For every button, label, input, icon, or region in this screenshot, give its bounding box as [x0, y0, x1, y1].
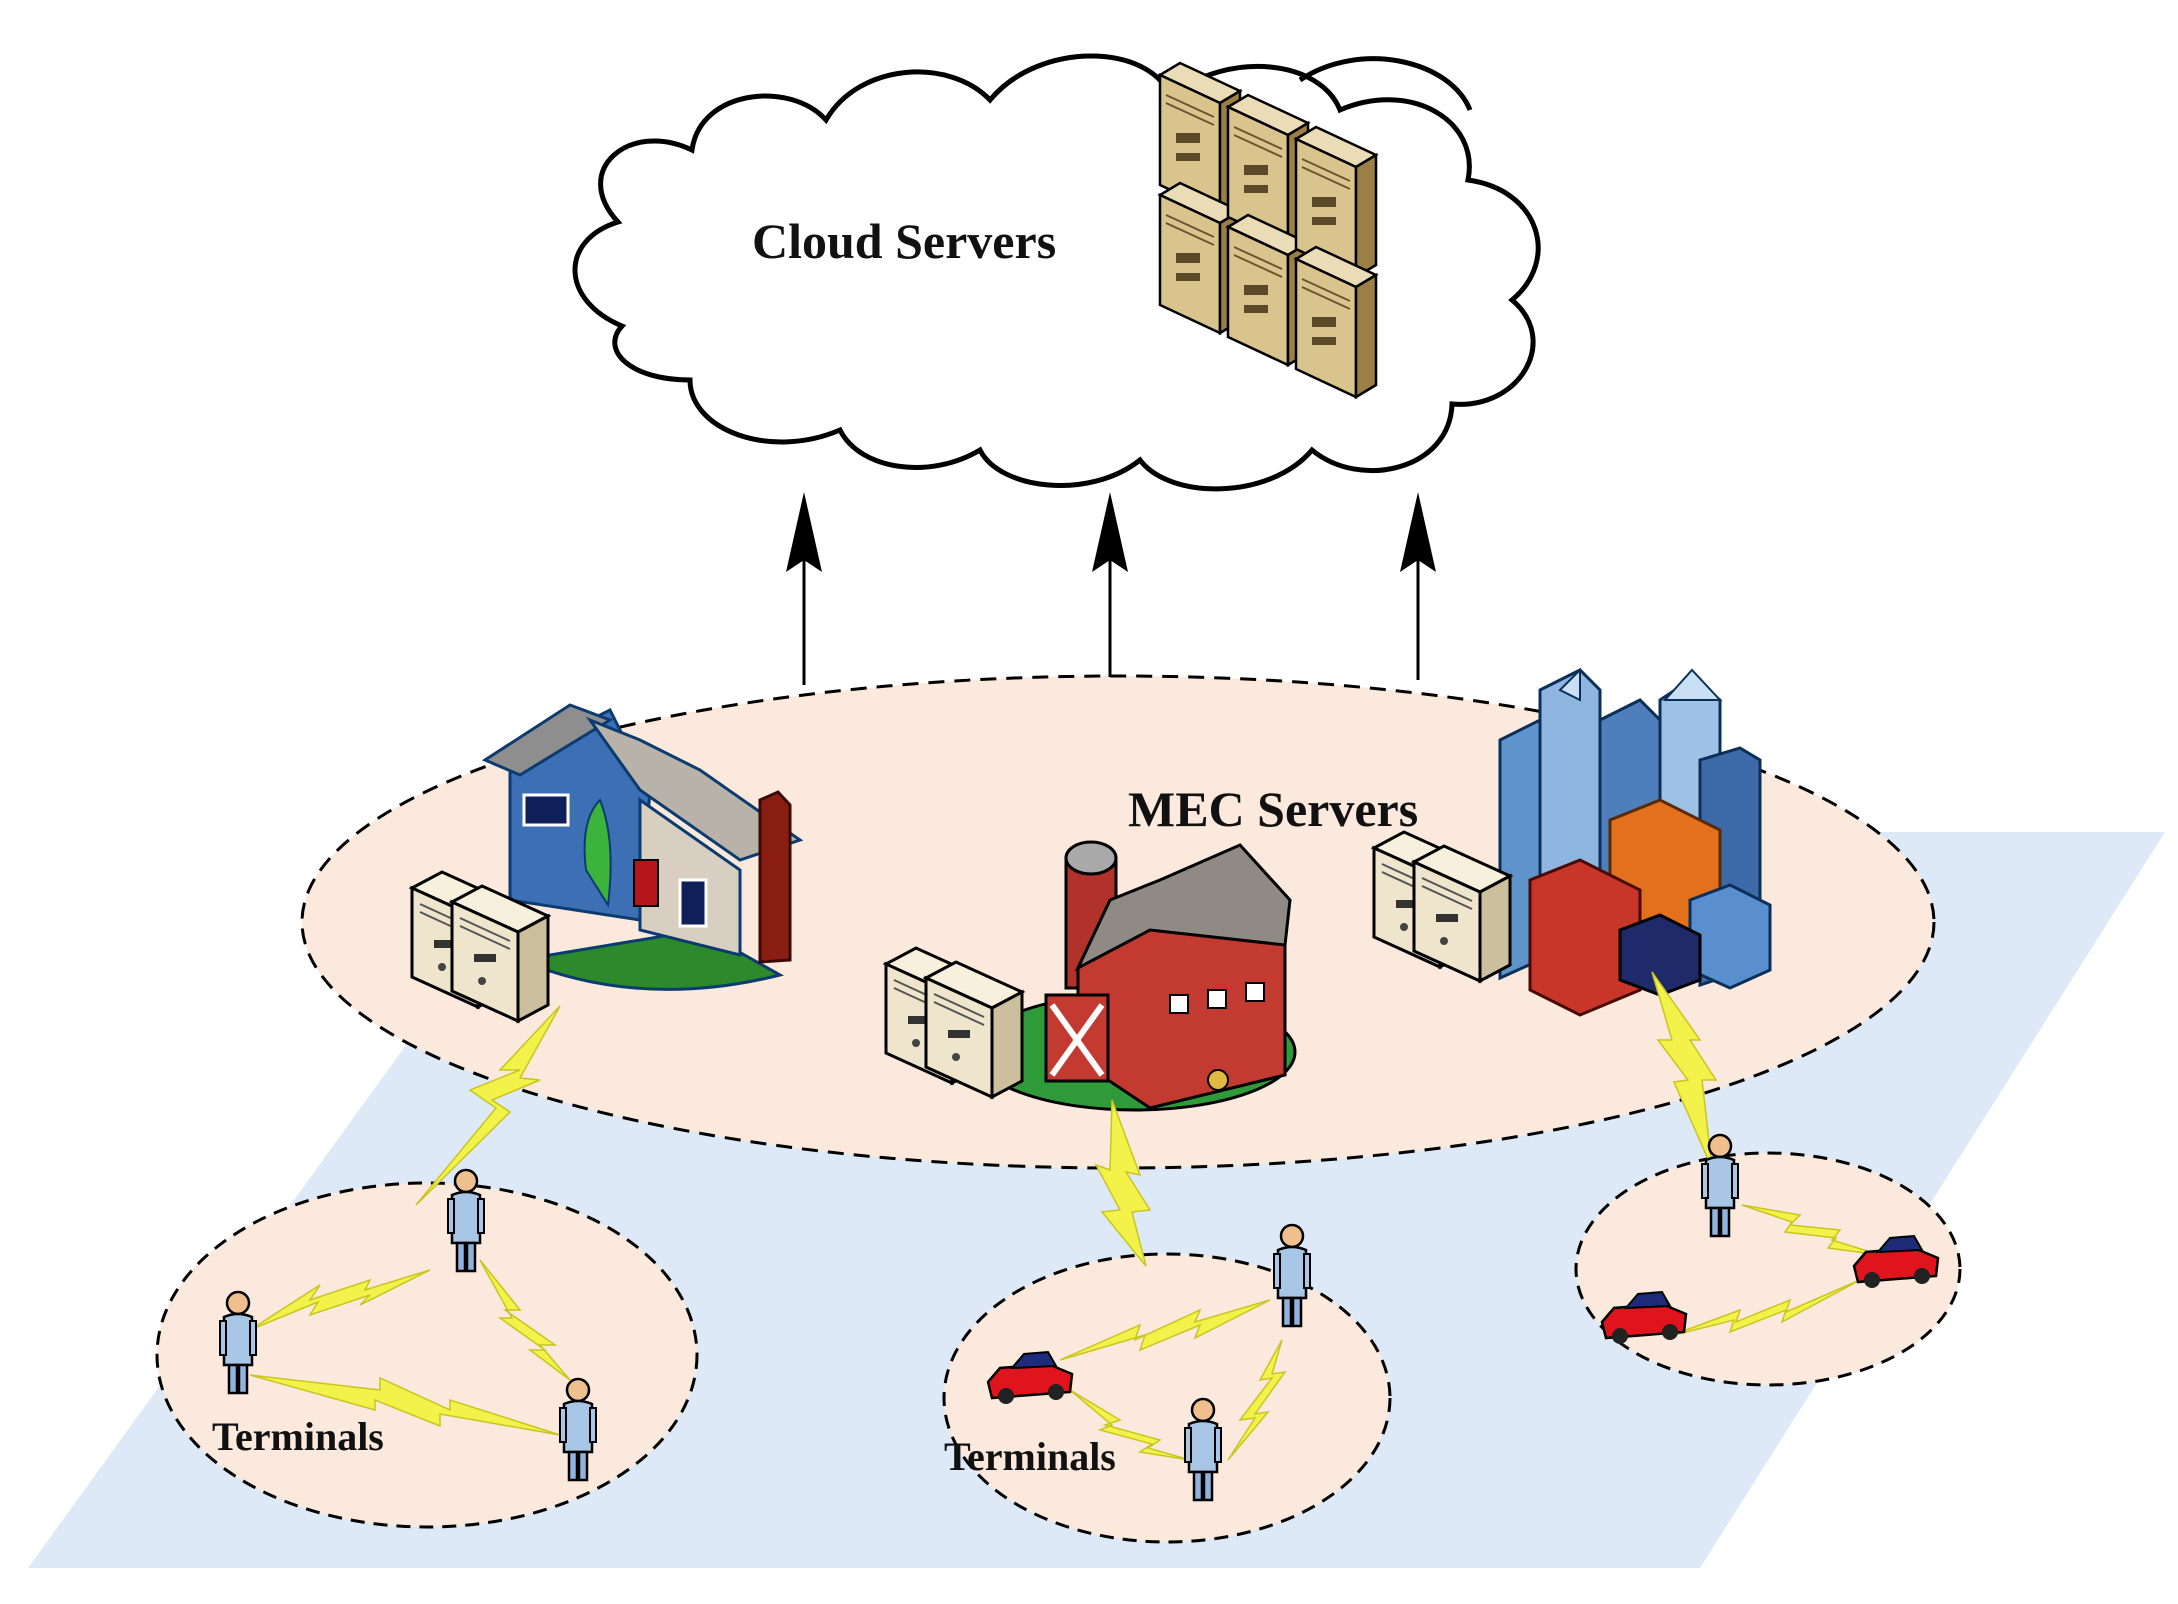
house-icon	[481, 703, 804, 991]
uplink-arrow-icon	[1400, 492, 1436, 680]
terminal-zone-middle	[942, 1252, 1392, 1544]
cloud-icon	[572, 53, 1541, 492]
wireless-link-icon	[479, 1259, 571, 1381]
wireless-link-icon	[1094, 1099, 1152, 1267]
terminals-label-left: Terminals	[212, 1414, 384, 1459]
city-icon	[1498, 667, 1772, 1017]
barn-icon	[973, 840, 1297, 1112]
uplink-arrow-icon	[786, 492, 822, 685]
wireless-link-icon	[1059, 1299, 1271, 1361]
wireless-link-icon	[415, 1005, 561, 1206]
terminals-label-middle: Terminals	[944, 1434, 1116, 1479]
wireless-link-icon	[1227, 1339, 1287, 1461]
cloud-servers-label: Cloud Servers	[752, 213, 1057, 269]
uplink-arrow-icon	[1092, 492, 1128, 677]
wireless-link-icon	[249, 1269, 431, 1331]
mec-servers-label: MEC Servers	[1128, 781, 1419, 837]
